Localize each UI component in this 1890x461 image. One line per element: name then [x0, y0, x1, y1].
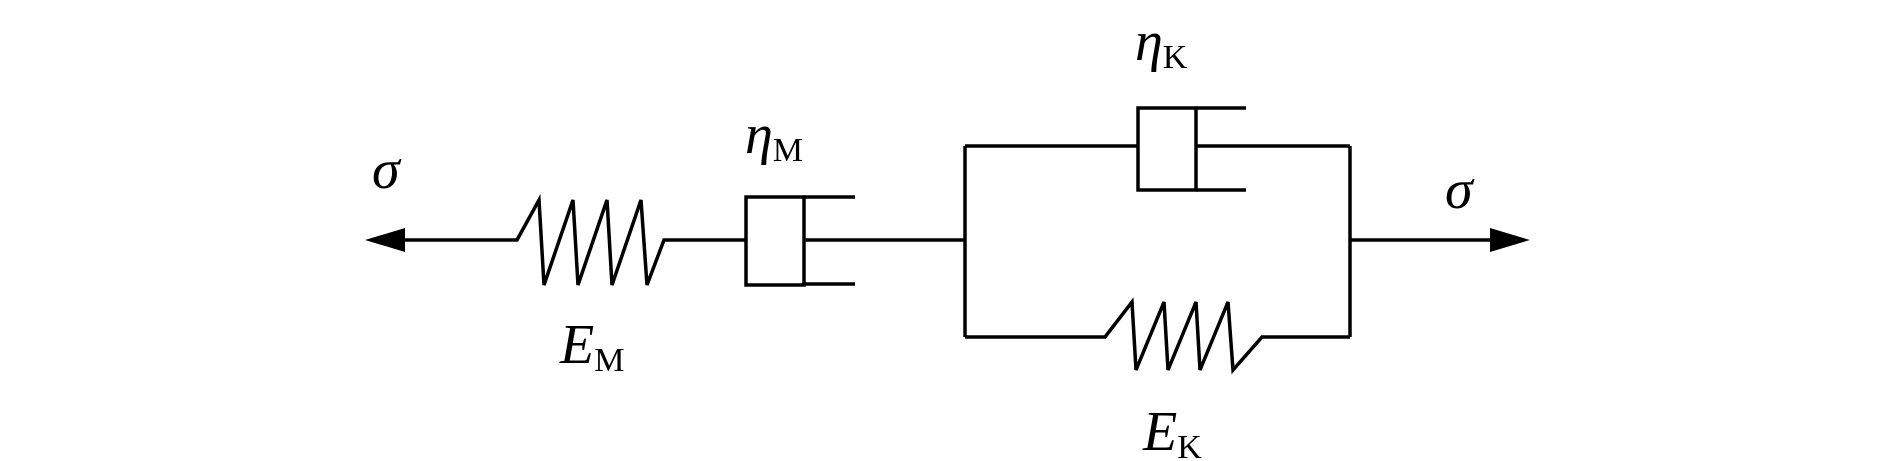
maxwell-dashpot-symbol: η — [745, 104, 773, 166]
kelvin-spring-zigzag — [965, 297, 1350, 375]
kelvin-dashpot-symbol: η — [1135, 11, 1163, 73]
maxwell-spring-label: EM — [559, 314, 624, 379]
maxwell-spring-subscript: M — [594, 342, 624, 379]
maxwell-dashpot-subscript: M — [773, 132, 803, 169]
kelvin-dashpot — [965, 106, 1350, 192]
maxwell-dashpot-label: ηM — [745, 104, 803, 169]
kelvin-unit-frame — [963, 146, 1352, 337]
kelvin-spring-label: EK — [1142, 401, 1202, 461]
right-arrow-head — [1490, 228, 1530, 252]
kelvin-spring-subscript: K — [1177, 429, 1202, 461]
left-stress-label: σ — [372, 139, 402, 201]
maxwell-spring — [510, 193, 745, 286]
kelvin-dashpot-label: ηK — [1135, 11, 1188, 76]
maxwell-spring-symbol: E — [559, 314, 594, 376]
kelvin-spring-symbol: E — [1142, 401, 1177, 461]
right-stress-arrow — [1350, 228, 1530, 252]
kelvin-spring — [965, 297, 1350, 375]
kelvin-dashpot-subscript: K — [1163, 39, 1188, 76]
maxwell-dashpot-piston — [744, 195, 806, 287]
maxwell-dashpot — [744, 195, 965, 287]
kelvin-dashpot-piston — [1136, 106, 1198, 192]
left-arrow-head — [365, 228, 405, 252]
maxwell-spring-zigzag — [510, 193, 745, 286]
left-stress-arrow — [365, 228, 510, 252]
right-stress-label: σ — [1445, 159, 1475, 221]
